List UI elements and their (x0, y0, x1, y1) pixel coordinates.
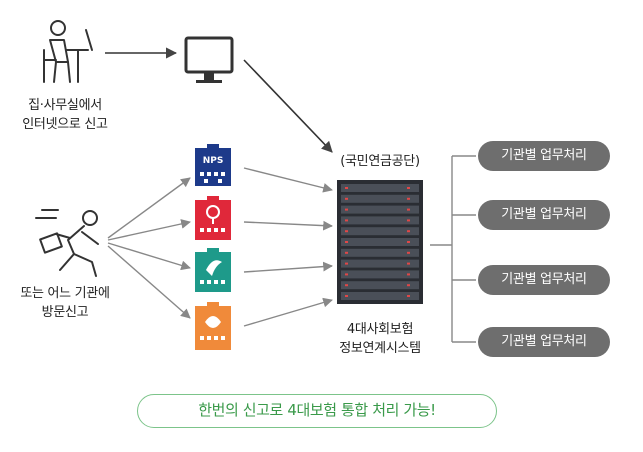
server-led (407, 208, 410, 211)
center-bottom-label: 4대사회보험 정보연계시스템 (322, 320, 438, 358)
server-led (407, 241, 410, 243)
computer-monitor-icon (184, 36, 234, 83)
agency-processing-pill: 기관별 업무처리 (478, 141, 610, 171)
online-label-line1: 집·사무실에서 (28, 98, 102, 113)
server-led (407, 262, 410, 265)
nps-logo-text: NPS (203, 156, 224, 166)
server-led (407, 187, 410, 189)
center-bottom-line1: 4대사회보험 (346, 322, 414, 337)
server-unit (341, 270, 419, 279)
visit-report-label: 또는 어느 기관에 방문신고 (10, 284, 120, 322)
online-label-line2: 인터넷으로 신고 (22, 117, 108, 132)
visit-label-line2: 방문신고 (41, 305, 89, 320)
server-unit (341, 238, 419, 246)
server-unit (341, 227, 419, 236)
server-led (345, 241, 348, 243)
server-led (407, 284, 410, 287)
server-unit (341, 205, 419, 214)
server-unit (341, 194, 419, 203)
center-top-label: (국민연금공단) (340, 154, 420, 169)
visit-label-line1: 또는 어느 기관에 (20, 286, 110, 301)
server-led (345, 197, 348, 200)
output-bracket (430, 155, 476, 343)
workers-compensation-building-icon (195, 302, 231, 350)
server-led (407, 230, 410, 233)
server-led (345, 187, 348, 189)
person-at-desk-icon (43, 20, 93, 83)
server-led (345, 251, 348, 254)
online-report-label: 집·사무실에서 인터넷으로 신고 (20, 96, 110, 134)
server-led (345, 273, 348, 276)
server-led (345, 262, 348, 265)
health-insurance-building-icon (195, 196, 231, 240)
server-led (345, 230, 348, 233)
server-led (345, 219, 348, 222)
server-led (407, 219, 410, 222)
running-person-icon (35, 209, 99, 277)
server-led (407, 273, 410, 276)
server-unit (341, 292, 419, 300)
center-bottom-line2: 정보연계시스템 (339, 341, 421, 356)
agency-processing-pill: 기관별 업무처리 (478, 265, 610, 295)
nps-building-icon (195, 144, 231, 186)
agency-processing-pill: 기관별 업무처리 (478, 327, 610, 357)
agency-processing-pill: 기관별 업무처리 (478, 200, 610, 230)
server-led (407, 251, 410, 254)
server-led (345, 295, 348, 297)
server-unit (341, 184, 419, 192)
server-led (345, 208, 348, 211)
summary-banner: 한번의 신고로 4대보험 통합 처리 가능! (137, 394, 497, 428)
server-led (407, 295, 410, 297)
server-led (345, 284, 348, 287)
server-unit (341, 281, 419, 290)
server-unit (341, 248, 419, 257)
server-led (407, 197, 410, 200)
server-unit (341, 216, 419, 225)
server-rack-icon (337, 180, 423, 304)
server-unit (341, 259, 419, 268)
employment-insurance-building-icon (195, 248, 231, 292)
